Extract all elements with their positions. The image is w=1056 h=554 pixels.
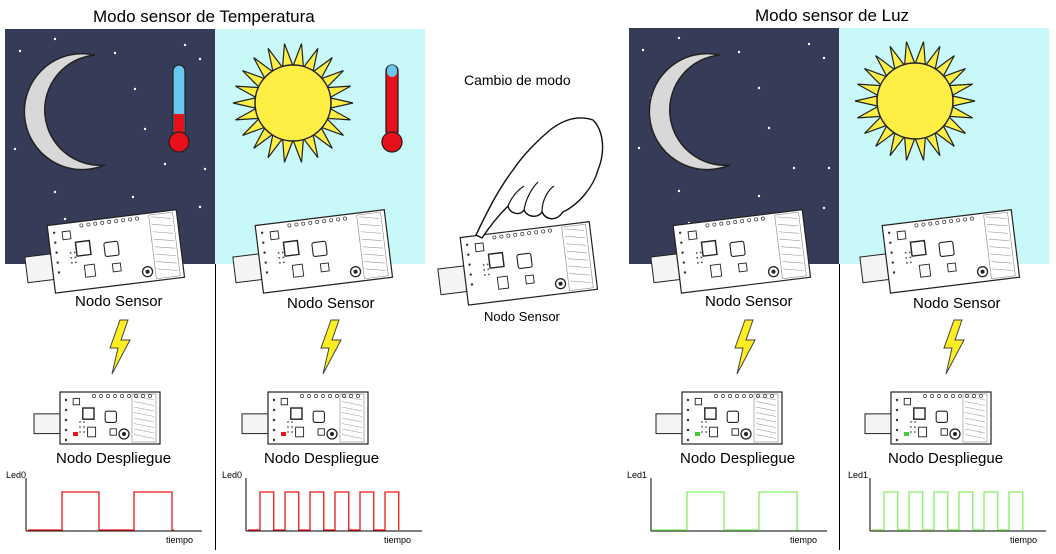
led-waveform-temp-night — [25, 478, 202, 532]
moon-icon — [23, 52, 106, 171]
led-axis-label: Led0 — [6, 470, 27, 480]
time-axis-label: tiempo — [166, 535, 194, 545]
wireless-signal-bolt-icon — [734, 319, 756, 375]
display-node-board-icon — [33, 391, 161, 445]
moon-icon — [648, 52, 731, 171]
display-node-label: Nodo Despliegue — [888, 450, 1004, 467]
pointing-hand-icon — [475, 117, 604, 239]
display-node-label: Nodo Despliegue — [680, 450, 796, 467]
sun-icon — [854, 41, 976, 161]
sensor-node-label: Nodo Sensor — [913, 295, 1001, 312]
sensor-node-board-icon — [437, 221, 599, 306]
wireless-signal-bolt-icon — [320, 319, 342, 375]
sensor-node-label: Nodo Sensor — [287, 295, 375, 312]
divider-light — [839, 264, 840, 550]
title-mode-change: Cambio de modo — [464, 72, 571, 88]
led-axis-label: Led1 — [848, 470, 869, 480]
title-temperature-mode: Modo sensor de Temperatura — [93, 7, 315, 26]
sensor-node-board-icon — [24, 209, 186, 294]
sensor-node-board-icon — [650, 209, 812, 294]
display-node-label: Nodo Despliegue — [264, 450, 380, 467]
sensor-node-label: Nodo Sensor — [484, 309, 560, 324]
divider-temp — [215, 264, 216, 550]
wireless-signal-bolt-icon — [943, 319, 965, 375]
sensor-node-board-icon — [859, 209, 1021, 294]
led-waveform-temp-day — [245, 478, 422, 532]
time-axis-label: tiempo — [1010, 535, 1038, 545]
thermometer-cold-icon — [168, 64, 190, 153]
display-node-board-icon — [655, 391, 783, 445]
time-axis-label: tiempo — [790, 535, 818, 545]
title-light-mode: Modo sensor de Luz — [755, 6, 910, 25]
sensor-node-board-icon — [232, 209, 394, 294]
display-node-label: Nodo Despliegue — [56, 450, 172, 467]
sensor-node-label: Nodo Sensor — [75, 293, 163, 310]
led-waveform-light-day — [869, 478, 1046, 532]
sensor-node-label: Nodo Sensor — [705, 293, 793, 310]
display-node-board-icon — [864, 391, 992, 445]
sun-icon — [232, 43, 354, 163]
led-axis-label: Led1 — [627, 470, 648, 480]
display-node-board-icon — [241, 391, 369, 445]
wireless-signal-bolt-icon — [109, 319, 131, 375]
led-waveform-light-night — [650, 478, 827, 532]
led-axis-label: Led0 — [222, 470, 243, 480]
thermometer-hot-icon — [381, 64, 403, 153]
time-axis-label: tiempo — [384, 535, 412, 545]
stars-light-night — [637, 36, 831, 225]
